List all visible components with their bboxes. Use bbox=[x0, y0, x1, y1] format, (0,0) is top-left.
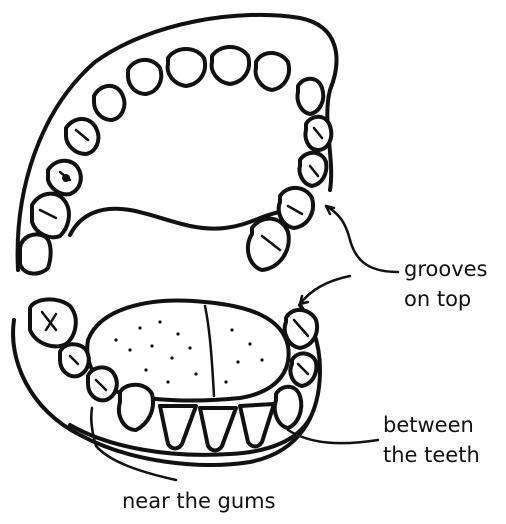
label-between-line1: between bbox=[383, 413, 474, 437]
upper-molar bbox=[20, 235, 51, 274]
upper-palate-edge bbox=[70, 209, 280, 235]
lower-premolar bbox=[88, 367, 117, 400]
lower-canine bbox=[119, 385, 153, 430]
lower-molar bbox=[30, 299, 76, 346]
lower-incisor bbox=[200, 408, 236, 451]
upper-jaw bbox=[18, 15, 337, 274]
tongue-midline bbox=[205, 306, 214, 396]
label-gums: near the gums bbox=[122, 489, 276, 513]
upper-canine bbox=[94, 86, 124, 120]
upper-molar bbox=[248, 219, 289, 270]
upper-canine bbox=[298, 79, 324, 114]
upper-incisor bbox=[212, 47, 249, 84]
upper-incisor bbox=[168, 49, 205, 86]
tongue-texture bbox=[114, 320, 263, 383]
lower-incisor bbox=[240, 404, 274, 447]
label-grooves-line2: on top bbox=[404, 287, 471, 311]
grooves-pointer bbox=[326, 206, 398, 272]
upper-incisor bbox=[128, 60, 161, 94]
label-grooves-line1: grooves bbox=[404, 257, 488, 281]
lower-canine bbox=[275, 387, 302, 428]
lower-incisor bbox=[160, 406, 196, 449]
groove-dot bbox=[62, 174, 70, 182]
upper-molar bbox=[279, 188, 313, 228]
upper-incisor bbox=[256, 53, 289, 90]
lower-jaw bbox=[13, 299, 320, 465]
grooves-pointer-lower bbox=[300, 276, 350, 304]
callout-lines bbox=[91, 206, 398, 480]
label-between-line2: the teeth bbox=[383, 443, 480, 467]
